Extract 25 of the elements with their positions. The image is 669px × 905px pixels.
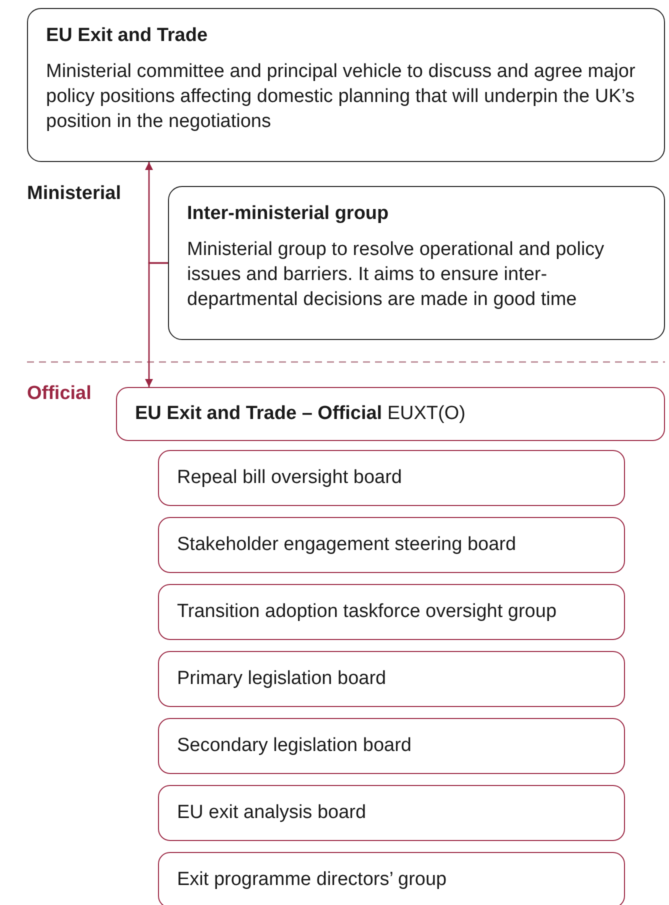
- tier-label: Official: [27, 383, 92, 405]
- board-name: EU exit analysis board: [177, 802, 366, 824]
- box-description: Ministerial committee and principal vehicle to discuss and agree major policy positions affecting domestic planning that will underpin the UK’s position in the negotiations: [46, 60, 636, 134]
- board-box: [158, 651, 625, 707]
- board-name: Transition adoption taskforce oversight group: [177, 601, 557, 623]
- board-name: Primary legislation board: [177, 668, 386, 690]
- tier-label: Ministerial: [27, 183, 121, 205]
- committee-box: [168, 186, 665, 340]
- board-name: Secondary legislation board: [177, 735, 412, 757]
- board-box: [116, 387, 665, 441]
- board-box: [158, 584, 625, 640]
- committee-box: [27, 8, 665, 162]
- board-name: Exit programme directors’ group: [177, 869, 447, 891]
- board-box: [158, 785, 625, 841]
- box-description: Ministerial group to resolve operational and policy issues and barriers. It aims to ensure inter-departmental decisions are made in good time: [187, 238, 606, 312]
- board-name: Repeal bill oversight board: [177, 467, 402, 489]
- board-box: [158, 718, 625, 774]
- connector-arrow: [145, 262, 168, 387]
- board-box: [158, 450, 625, 506]
- box-heading: EU Exit and Trade: [46, 25, 209, 47]
- board-box: [158, 517, 625, 573]
- board-name: Stakeholder engagement steering board: [177, 534, 516, 556]
- board-box: [158, 852, 625, 905]
- board-name: EU Exit and Trade – Official EUXT(O): [135, 403, 466, 425]
- box-heading: Inter-ministerial group: [187, 203, 390, 225]
